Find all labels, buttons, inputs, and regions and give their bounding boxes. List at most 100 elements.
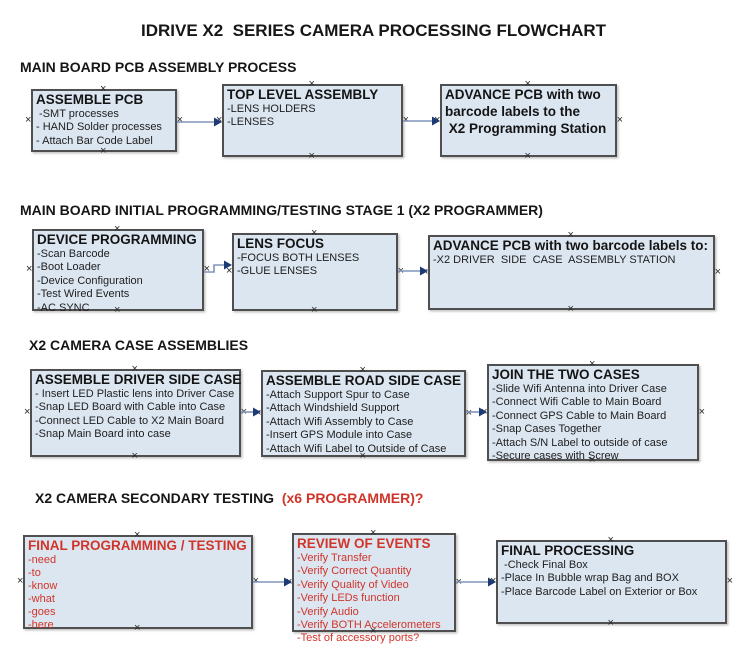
flow-box-review-of-events: REVIEW OF EVENTS -Verify Transfer-Verify… — [286, 528, 462, 645]
connection-handle-icon: × — [714, 265, 721, 278]
box-item-line: -Scan Barcode — [37, 248, 110, 260]
page-title: IDRIVE X2 SERIES CAMERA PROCESSING FLOWC… — [140, 21, 607, 40]
box-item-line: -LENSES — [227, 116, 275, 129]
box-title: ADVANCE PCB with two barcode labels to: — [433, 238, 709, 253]
flow-box-assemble-road-side-case: ASSEMBLE ROAD SIDE CASE -Attach Support … — [255, 365, 472, 462]
box-item-line: -need — [28, 554, 57, 566]
box-item-line: -Secure cases with Screw — [492, 450, 619, 463]
connection-handle-icon: × — [607, 617, 614, 629]
box-items: -LENS HOLDERS-LENSES — [227, 103, 401, 130]
box-item-line: -Attach Wifi Assembly to Case — [266, 415, 414, 428]
box-item-line: -Connect Wifi Cable to Main Board — [492, 396, 662, 409]
box-title: REVIEW OF EVENTS — [297, 536, 431, 551]
section-heading-initial-programming: MAIN BOARD INITIAL PROGRAMMING/TESTING S… — [20, 202, 543, 218]
box-item-line: -FOCUS BOTH LENSES — [237, 252, 360, 264]
box-items: -Attach Support Spur to Case-Attach Wind… — [266, 389, 464, 456]
box-item-line: -GLUE LENSES — [237, 265, 318, 278]
connection-handle-icon: × — [131, 450, 138, 462]
box-title: DEVICE PROGRAMMING — [37, 232, 197, 247]
box-item-line: - Insert LED Plastic lens into Driver Ca… — [35, 388, 235, 400]
connection-handle-icon: × — [308, 150, 315, 162]
box-title: FINAL PROGRAMMING / TESTING — [28, 538, 247, 553]
connector-arrow-6 — [466, 407, 487, 417]
connection-handle-icon: × — [567, 303, 574, 315]
section-heading-red-text: (x6 PROGRAMMER)? — [277, 490, 424, 506]
box-title: LENS FOCUS — [237, 236, 325, 251]
box-title: TOP LEVEL ASSEMBLY — [227, 87, 379, 102]
box-item-line: -Snap Main Board into case — [35, 428, 171, 441]
box-item-line: -Connect LED Cable to X2 Main Board — [35, 414, 224, 427]
flow-box-top-level-assembly: TOP LEVEL ASSEMBLY -LENS HOLDERS-LENSES … — [216, 79, 409, 162]
connection-handle-icon: × — [24, 406, 31, 418]
section-heading-pcb-assembly: MAIN BOARD PCB ASSEMBLY PROCESS — [20, 59, 297, 75]
connector-arrow-3-elbow — [204, 260, 232, 273]
connector-arrow-4 — [398, 266, 428, 276]
flow-box-device-programming: DEVICE PROGRAMMING -Scan Barcode-Boot Lo… — [26, 224, 210, 316]
box-item-line: -Test of accessory ports? — [297, 632, 420, 645]
box-items: -SMT processes- HAND Solder processes- A… — [36, 108, 175, 148]
box-title: ADVANCE PCB with two — [445, 87, 601, 102]
flow-box-advance-pcb-programming-station: ADVANCE PCB with two barcode labels to t… — [434, 79, 623, 162]
box-item-line: - Attach Bar Code Label — [36, 134, 153, 147]
box-item-line: -Insert GPS Module into Case — [266, 429, 413, 442]
connector-arrow-1 — [177, 117, 222, 127]
flow-box-assemble-pcb: ASSEMBLE PCB -SMT processes- HAND Solder… — [25, 84, 183, 157]
box-item-line: -Connect GPS Cable to Main Board — [492, 409, 667, 422]
connection-handle-icon: × — [26, 263, 33, 275]
connection-handle-icon: × — [25, 113, 32, 126]
box-items: -Scan Barcode-Boot Loader-Device Configu… — [37, 248, 202, 315]
box-item-line: -Place In Bubble wrap Bag and BOX — [501, 572, 679, 585]
connection-handle-icon: × — [311, 304, 318, 316]
box-item-line: -what — [28, 593, 55, 605]
connection-handle-icon: × — [726, 575, 733, 587]
box-title: ASSEMBLE ROAD SIDE CASE — [266, 373, 462, 388]
box-item-line: -SMT processes — [36, 108, 119, 120]
box-item-line: -goes — [28, 606, 56, 618]
box-item-line: -Check Final Box — [501, 559, 588, 571]
box-item-line: -Slide Wifi Antenna into Driver Case — [492, 383, 667, 395]
connection-handle-icon: × — [17, 575, 24, 587]
box-title: ASSEMBLE DRIVER SIDE CASE — [35, 372, 242, 387]
connector-arrow-2 — [403, 116, 440, 126]
box-item-line: -Verify BOTH Accelerometers — [297, 619, 441, 632]
box-item-line: X2 Programming Station — [445, 121, 607, 136]
box-items: -need-to-know-what-goes-here — [28, 554, 251, 632]
box-items: -FOCUS BOTH LENSES-GLUE LENSES — [237, 252, 396, 279]
box-items: barcode labels to the X2 Programming Sta… — [445, 103, 615, 137]
box-item-line: -Verify Transfer — [297, 552, 372, 564]
box-title: FINAL PROCESSING — [501, 543, 635, 558]
box-title: ASSEMBLE PCB — [36, 92, 144, 107]
box-item-line: -Place Barcode Label on Exterior or Box — [501, 585, 698, 598]
box-item-line: -Boot Loader — [37, 261, 101, 274]
box-item-line: -AC SYNC — [37, 301, 90, 314]
flow-box-final-programming-testing: FINAL PROGRAMMING / TESTING -need-to-kno… — [17, 530, 259, 634]
connector-arrow-5 — [241, 407, 261, 417]
box-item-line: barcode labels to the — [445, 104, 581, 119]
box-item-line: -to — [28, 567, 41, 579]
box-item-line: -LENS HOLDERS — [227, 103, 316, 115]
box-item-line: -Verify Quality of Video — [297, 578, 409, 591]
connection-handle-icon: × — [698, 405, 705, 418]
box-item-line: -Attach Windshield Support — [266, 402, 400, 415]
connector-arrow-7 — [253, 577, 292, 587]
box-item-line: -Test Wired Events — [37, 288, 130, 301]
box-items: - Insert LED Plastic lens into Driver Ca… — [35, 388, 239, 442]
box-item-line: - HAND Solder processes — [36, 121, 162, 134]
box-item-line: -Attach S/N Label to outside of case — [492, 436, 668, 449]
box-item-line: -Verify LEDs function — [297, 592, 400, 605]
flow-box-lens-focus: LENS FOCUS -FOCUS BOTH LENSES-GLUE LENSE… — [226, 228, 404, 316]
flow-box-join-the-two-cases: JOIN THE TWO CASES -Slide Wifi Antenna i… — [481, 359, 705, 466]
box-item-line: -Verify Correct Quantity — [297, 565, 412, 578]
box-item-line: -X2 DRIVER SIDE CASE ASSEMBLY STATION — [433, 254, 676, 266]
flow-box-final-processing: FINAL PROCESSING -Check Final Box-Place … — [490, 535, 733, 629]
flow-box-assemble-driver-side-case: ASSEMBLE DRIVER SIDE CASE - Insert LED P… — [24, 364, 247, 462]
box-item-line: -Snap Cases Together — [492, 423, 602, 436]
flow-box-advance-pcb-driver-side-station: ADVANCE PCB with two barcode labels to: … — [422, 230, 721, 315]
section-heading-secondary-testing: X2 CAMERA SECONDARY TESTING (x6 PROGRAMM… — [35, 490, 423, 506]
box-items: -X2 DRIVER SIDE CASE ASSEMBLY STATION — [433, 254, 713, 267]
box-item-line: -Attach Wifi Label to Outside of Case — [266, 442, 447, 455]
box-item-line: -here — [28, 619, 54, 631]
connection-handle-icon: × — [524, 150, 531, 162]
section-heading-case-assemblies: X2 CAMERA CASE ASSEMBLIES — [29, 337, 249, 353]
